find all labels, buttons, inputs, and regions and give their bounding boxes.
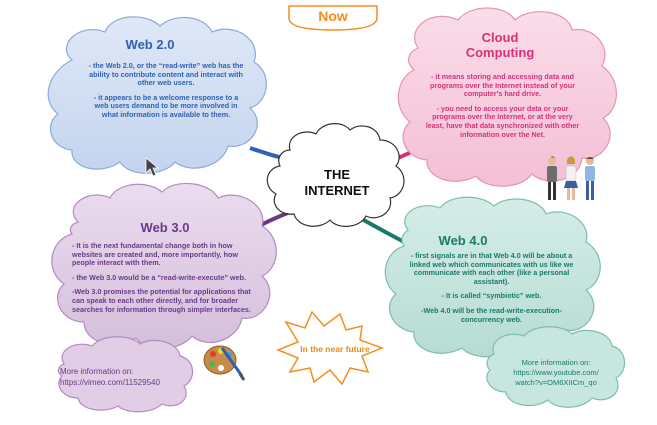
web3-paragraph-2: - the Web 3.0 would be a “read-write-exe… <box>72 272 247 282</box>
web4-title: Web 4.0 <box>438 233 488 248</box>
near-future-starburst <box>275 310 385 386</box>
center-title-line-1: THE <box>324 167 350 182</box>
youtube-info: More information on: https://www.youtube… <box>494 358 618 388</box>
web2-title: Web 2.0 <box>125 37 175 52</box>
cloud-computing-title-line-1: Cloud <box>481 30 519 45</box>
web3-title: Web 3.0 <box>140 220 190 235</box>
near-future-label: In the near future <box>300 344 370 354</box>
web3-body: - It is the next fundamental change both… <box>72 241 257 320</box>
vimeo-info-line-1: More information on: <box>60 367 134 376</box>
web2-cloud-shape <box>47 16 267 174</box>
center-title-line-2: INTERNET <box>304 183 370 198</box>
youtube-link-line-1[interactable]: https://www.youtube.com/ <box>513 368 599 377</box>
youtube-info-line-1: More information on: <box>521 358 591 367</box>
vimeo-info-cloud-shape <box>57 336 194 413</box>
cloud-computing-body: - it means storing and accessing data an… <box>425 72 580 145</box>
paint-palette-icon <box>203 345 246 381</box>
web2-body: - the Web 2.0, or the “read-write” web h… <box>86 61 246 126</box>
youtube-link-line-2[interactable]: watch?v=OM6XIICm_qo <box>515 378 597 387</box>
web4-paragraph-1: - first signals are in that Web 4.0 will… <box>409 251 574 286</box>
cursor-arrow-icon <box>145 157 160 177</box>
web2-paragraph-1: - the Web 2.0, or the “read-write” web h… <box>88 61 244 88</box>
cloud-computing-cloud-shape <box>397 7 617 187</box>
cloud-computing-title-line-2: Computing <box>465 45 535 60</box>
web3-cloud-shape <box>51 182 277 349</box>
vimeo-info: More information on: https://vimeo.com/1… <box>60 366 190 388</box>
web3-paragraph-3: -Web 3.0 promises the potential for appl… <box>72 287 251 314</box>
web3-paragraph-1: - It is the next fundamental change both… <box>72 241 239 268</box>
web4-paragraph-2: - It is called “symbiotic” web. <box>441 291 542 301</box>
now-banner <box>288 5 378 31</box>
now-label: Now <box>318 8 348 24</box>
youtube-info-cloud-shape <box>486 326 626 408</box>
cloud-computing-title: Cloud Computing <box>430 30 570 60</box>
center-cloud-shape <box>266 123 405 227</box>
center-title: THE INTERNET <box>282 167 392 199</box>
web4-paragraph-3: -Web 4.0 will be the read-write-executio… <box>421 305 562 324</box>
cloud-computing-paragraph-2: - you need to access your data or your p… <box>425 103 580 139</box>
web2-paragraph-2: - it appears to be a welcome response to… <box>93 92 239 119</box>
web4-body: - first signals are in that Web 4.0 will… <box>404 251 579 330</box>
cloud-computing-paragraph-1: - it means storing and accessing data an… <box>430 72 575 99</box>
vimeo-link[interactable]: https://vimeo.com/11529540 <box>60 378 160 387</box>
people-icon <box>547 156 595 200</box>
connector-web4 <box>359 216 409 246</box>
